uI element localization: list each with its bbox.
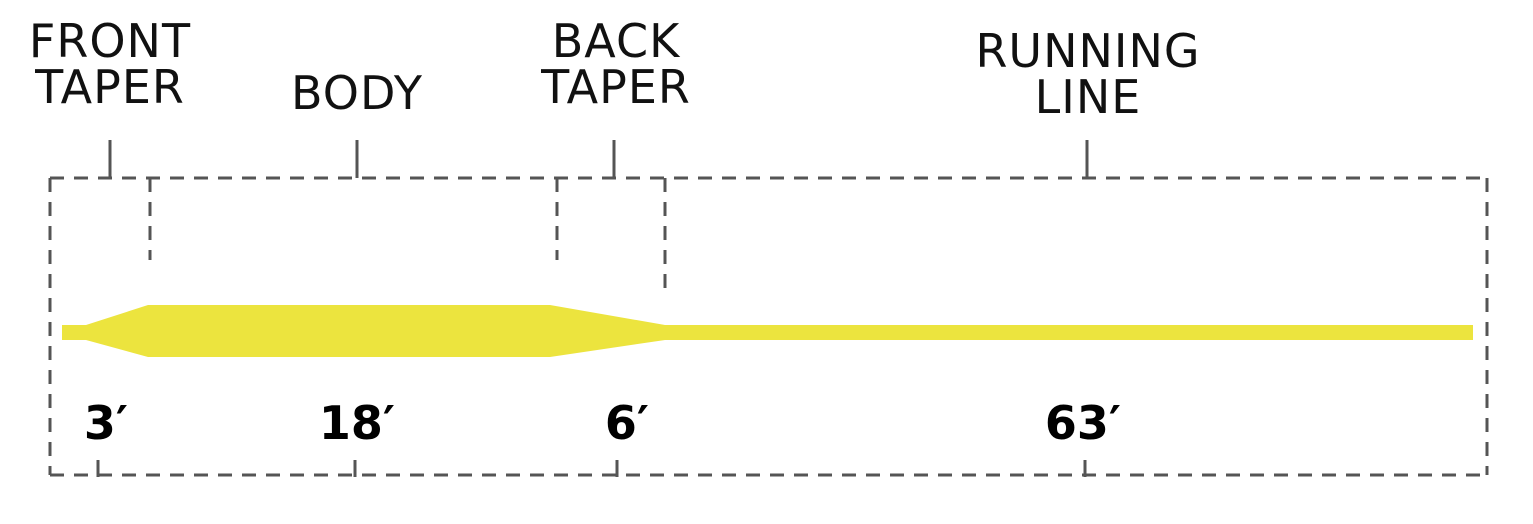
back-taper-length: 6′ xyxy=(604,396,650,450)
bracket-lines xyxy=(48,176,1489,477)
body-label: BODY xyxy=(291,66,423,120)
front-taper-length: 3′ xyxy=(83,396,129,450)
running-line-label: RUNNING LINE xyxy=(975,24,1201,124)
running-line-length: 63′ xyxy=(1044,396,1122,450)
fly-line-profile xyxy=(62,305,1473,357)
front-taper-label: FRONT TAPER xyxy=(28,14,192,114)
back-taper-label: BACK TAPER xyxy=(541,14,691,114)
label-ticks xyxy=(96,140,1089,477)
body-length: 18′ xyxy=(318,396,396,450)
